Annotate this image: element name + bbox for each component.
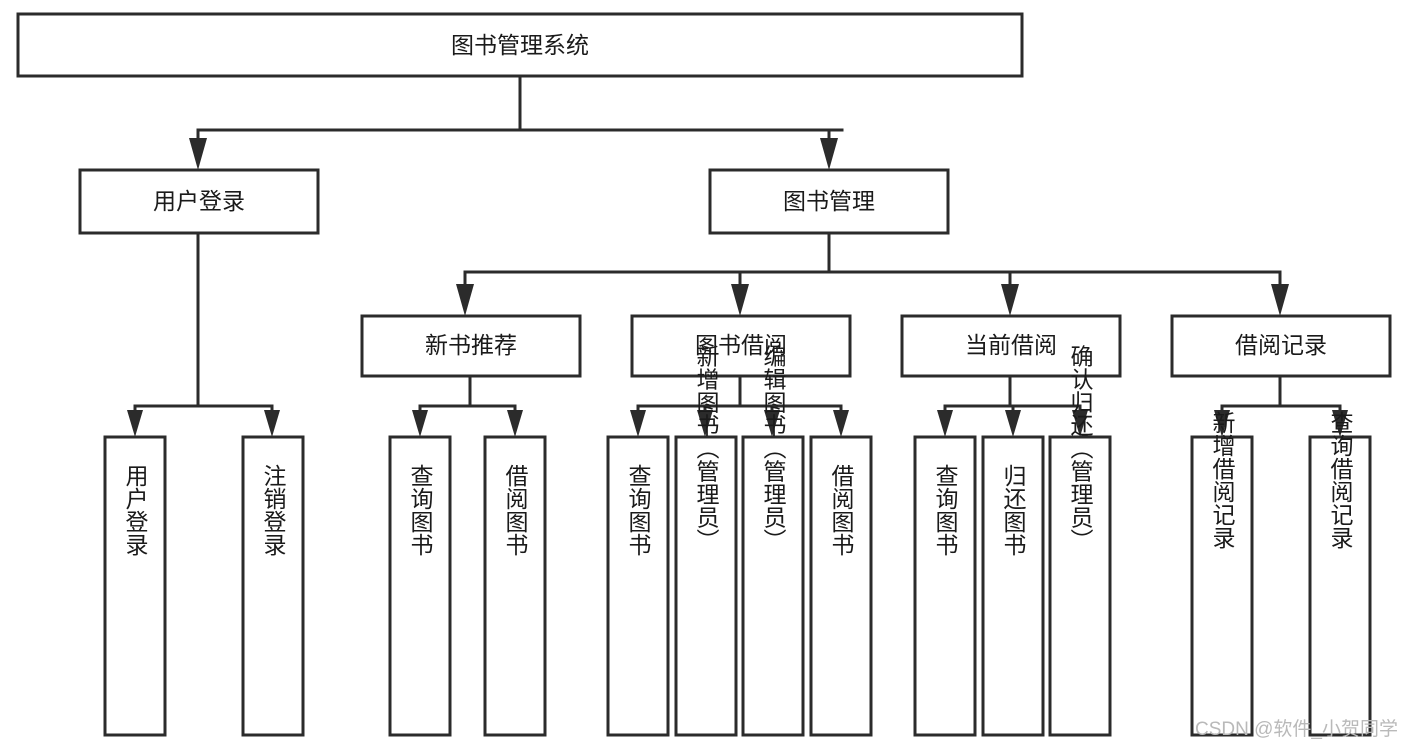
watermark-label: CSDN @软件_小贺同学	[1195, 718, 1398, 740]
node-book-borrow-box[interactable]	[630, 314, 852, 378]
leaf-current-borrow-0-label: 查询图书	[932, 464, 959, 556]
node-current-borrow-label: 当前借阅	[965, 332, 1057, 358]
arrow-head-leaf-current-borrow-0	[937, 410, 953, 437]
leaf-node[interactable]: 查询图书	[388, 435, 452, 737]
leaf-book-borrow-0-label: 查询图书	[625, 464, 652, 556]
node-book-borrow-label: 图书借阅	[695, 332, 787, 358]
connector-group-current-borrow	[937, 374, 1088, 437]
leaf-borrow-record-0-label: 新增借阅记录	[1209, 411, 1236, 549]
leaf-node[interactable]: 新增借阅记录	[1190, 411, 1254, 737]
arrow-head-leaf-current-borrow-1	[1005, 410, 1021, 437]
arrow-head-current-borrow	[1001, 284, 1019, 316]
arrow-head-leaf-book-borrow-2	[764, 410, 780, 437]
node-borrow-record-box[interactable]	[1170, 314, 1392, 378]
arrow-head-leaf-current-borrow-2	[1072, 410, 1088, 437]
leaf-node[interactable]: 归还图书	[981, 435, 1045, 737]
leaf-book-borrow-1-label: 新增图书（管理员）	[693, 345, 720, 552]
leaf-borrow-record-0-box[interactable]	[1190, 435, 1254, 737]
arrow-head-book-borrow	[731, 284, 749, 316]
node-root-label: 图书管理系统	[451, 32, 589, 58]
leaf-book-borrow-2-box[interactable]	[741, 435, 805, 737]
node-user-login-box[interactable]	[78, 168, 320, 235]
leaf-book-borrow-0-box[interactable]	[606, 435, 670, 737]
leaf-node[interactable]: 查询借阅记录	[1308, 411, 1372, 737]
node-book-manage-label: 图书管理	[783, 188, 875, 214]
arrow-head-leaf-book-borrow-1	[697, 410, 713, 437]
leaf-node[interactable]: 新增图书（管理员）	[674, 345, 738, 737]
node-borrow-record-label: 借阅记录	[1235, 332, 1327, 358]
node-current-borrow-box[interactable]	[900, 314, 1122, 378]
leaf-new-book-1-box[interactable]	[483, 435, 547, 737]
leaf-current-borrow-2-label: 确认归还（管理员）	[1067, 345, 1094, 552]
connector-group-book-manage	[456, 231, 1289, 316]
node-new-book-recommend-label: 新书推荐	[425, 332, 517, 358]
node-book-borrow[interactable]: 图书借阅	[630, 314, 852, 378]
connector-group-borrow-record	[1214, 374, 1348, 437]
arrow-head-borrow-record	[1271, 284, 1289, 316]
leaf-node[interactable]: 查询图书	[913, 435, 977, 737]
arrow-head-leaf-new-book-0	[412, 410, 428, 437]
arrow-head-book-manage	[820, 138, 838, 170]
node-book-manage-box[interactable]	[708, 168, 950, 235]
leaf-current-borrow-2-box[interactable]	[1048, 435, 1112, 737]
node-root-box[interactable]	[16, 12, 1024, 78]
connector-group-new-book-recommend	[412, 374, 523, 437]
connector-group-root	[189, 74, 844, 170]
arrow-head-user-login	[189, 138, 207, 170]
leaf-node[interactable]: 编辑图书（管理员）	[741, 345, 805, 737]
leaf-node[interactable]: 注销登录	[241, 435, 305, 737]
leaf-book-borrow-2-label: 编辑图书（管理员）	[760, 345, 787, 552]
leaf-new-book-1-label: 借阅图书	[502, 464, 529, 556]
arrow-head-leaf-book-borrow-0	[630, 410, 646, 437]
leaf-node[interactable]: 借阅图书	[483, 435, 547, 737]
node-book-manage[interactable]: 图书管理	[708, 168, 950, 235]
arrow-head-leaf-borrow-record-0	[1214, 410, 1230, 437]
node-new-book-recommend[interactable]: 新书推荐	[360, 314, 582, 378]
connector-group-book-borrow	[630, 374, 849, 437]
leaf-user-login-0-label: 用户登录	[122, 464, 149, 556]
leaf-user-login-1-box[interactable]	[241, 435, 305, 737]
leaf-user-login-1-label: 注销登录	[260, 464, 287, 556]
connector-group-user-login	[127, 231, 280, 437]
leaf-current-borrow-1-box[interactable]	[981, 435, 1045, 737]
leaf-current-borrow-0-box[interactable]	[913, 435, 977, 737]
node-user-login[interactable]: 用户登录	[78, 168, 320, 235]
node-borrow-record[interactable]: 借阅记录	[1170, 314, 1392, 378]
node-new-book-recommend-box[interactable]	[360, 314, 582, 378]
arrow-head-leaf-borrow-record-1	[1332, 410, 1348, 437]
leaf-user-login-0-box[interactable]	[103, 435, 167, 737]
arrow-head-leaf-new-book-1	[507, 410, 523, 437]
leaf-borrow-record-1-label: 查询借阅记录	[1327, 411, 1354, 549]
node-current-borrow[interactable]: 当前借阅	[900, 314, 1122, 378]
leaf-node[interactable]: 确认归还（管理员）	[1048, 345, 1112, 737]
arrow-head-leaf-user-login-1	[264, 410, 280, 437]
node-root[interactable]: 图书管理系统	[16, 12, 1024, 78]
arrow-head-new-book-recommend	[456, 284, 474, 316]
leaf-node[interactable]: 用户登录	[103, 435, 167, 737]
leaf-node[interactable]: 查询图书	[606, 435, 670, 737]
leaf-book-borrow-1-box[interactable]	[674, 435, 738, 737]
node-user-login-label: 用户登录	[153, 188, 245, 214]
leaf-current-borrow-1-label: 归还图书	[1000, 464, 1027, 556]
leaf-borrow-record-1-box[interactable]	[1308, 435, 1372, 737]
leaf-book-borrow-3-box[interactable]	[809, 435, 873, 737]
arrow-head-leaf-user-login-0	[127, 410, 143, 437]
leaf-new-book-0-label: 查询图书	[407, 464, 434, 556]
leaf-new-book-0-box[interactable]	[388, 435, 452, 737]
leaf-book-borrow-3-label: 借阅图书	[828, 464, 855, 556]
arrow-head-leaf-book-borrow-3	[833, 410, 849, 437]
leaf-node[interactable]: 借阅图书	[809, 435, 873, 737]
